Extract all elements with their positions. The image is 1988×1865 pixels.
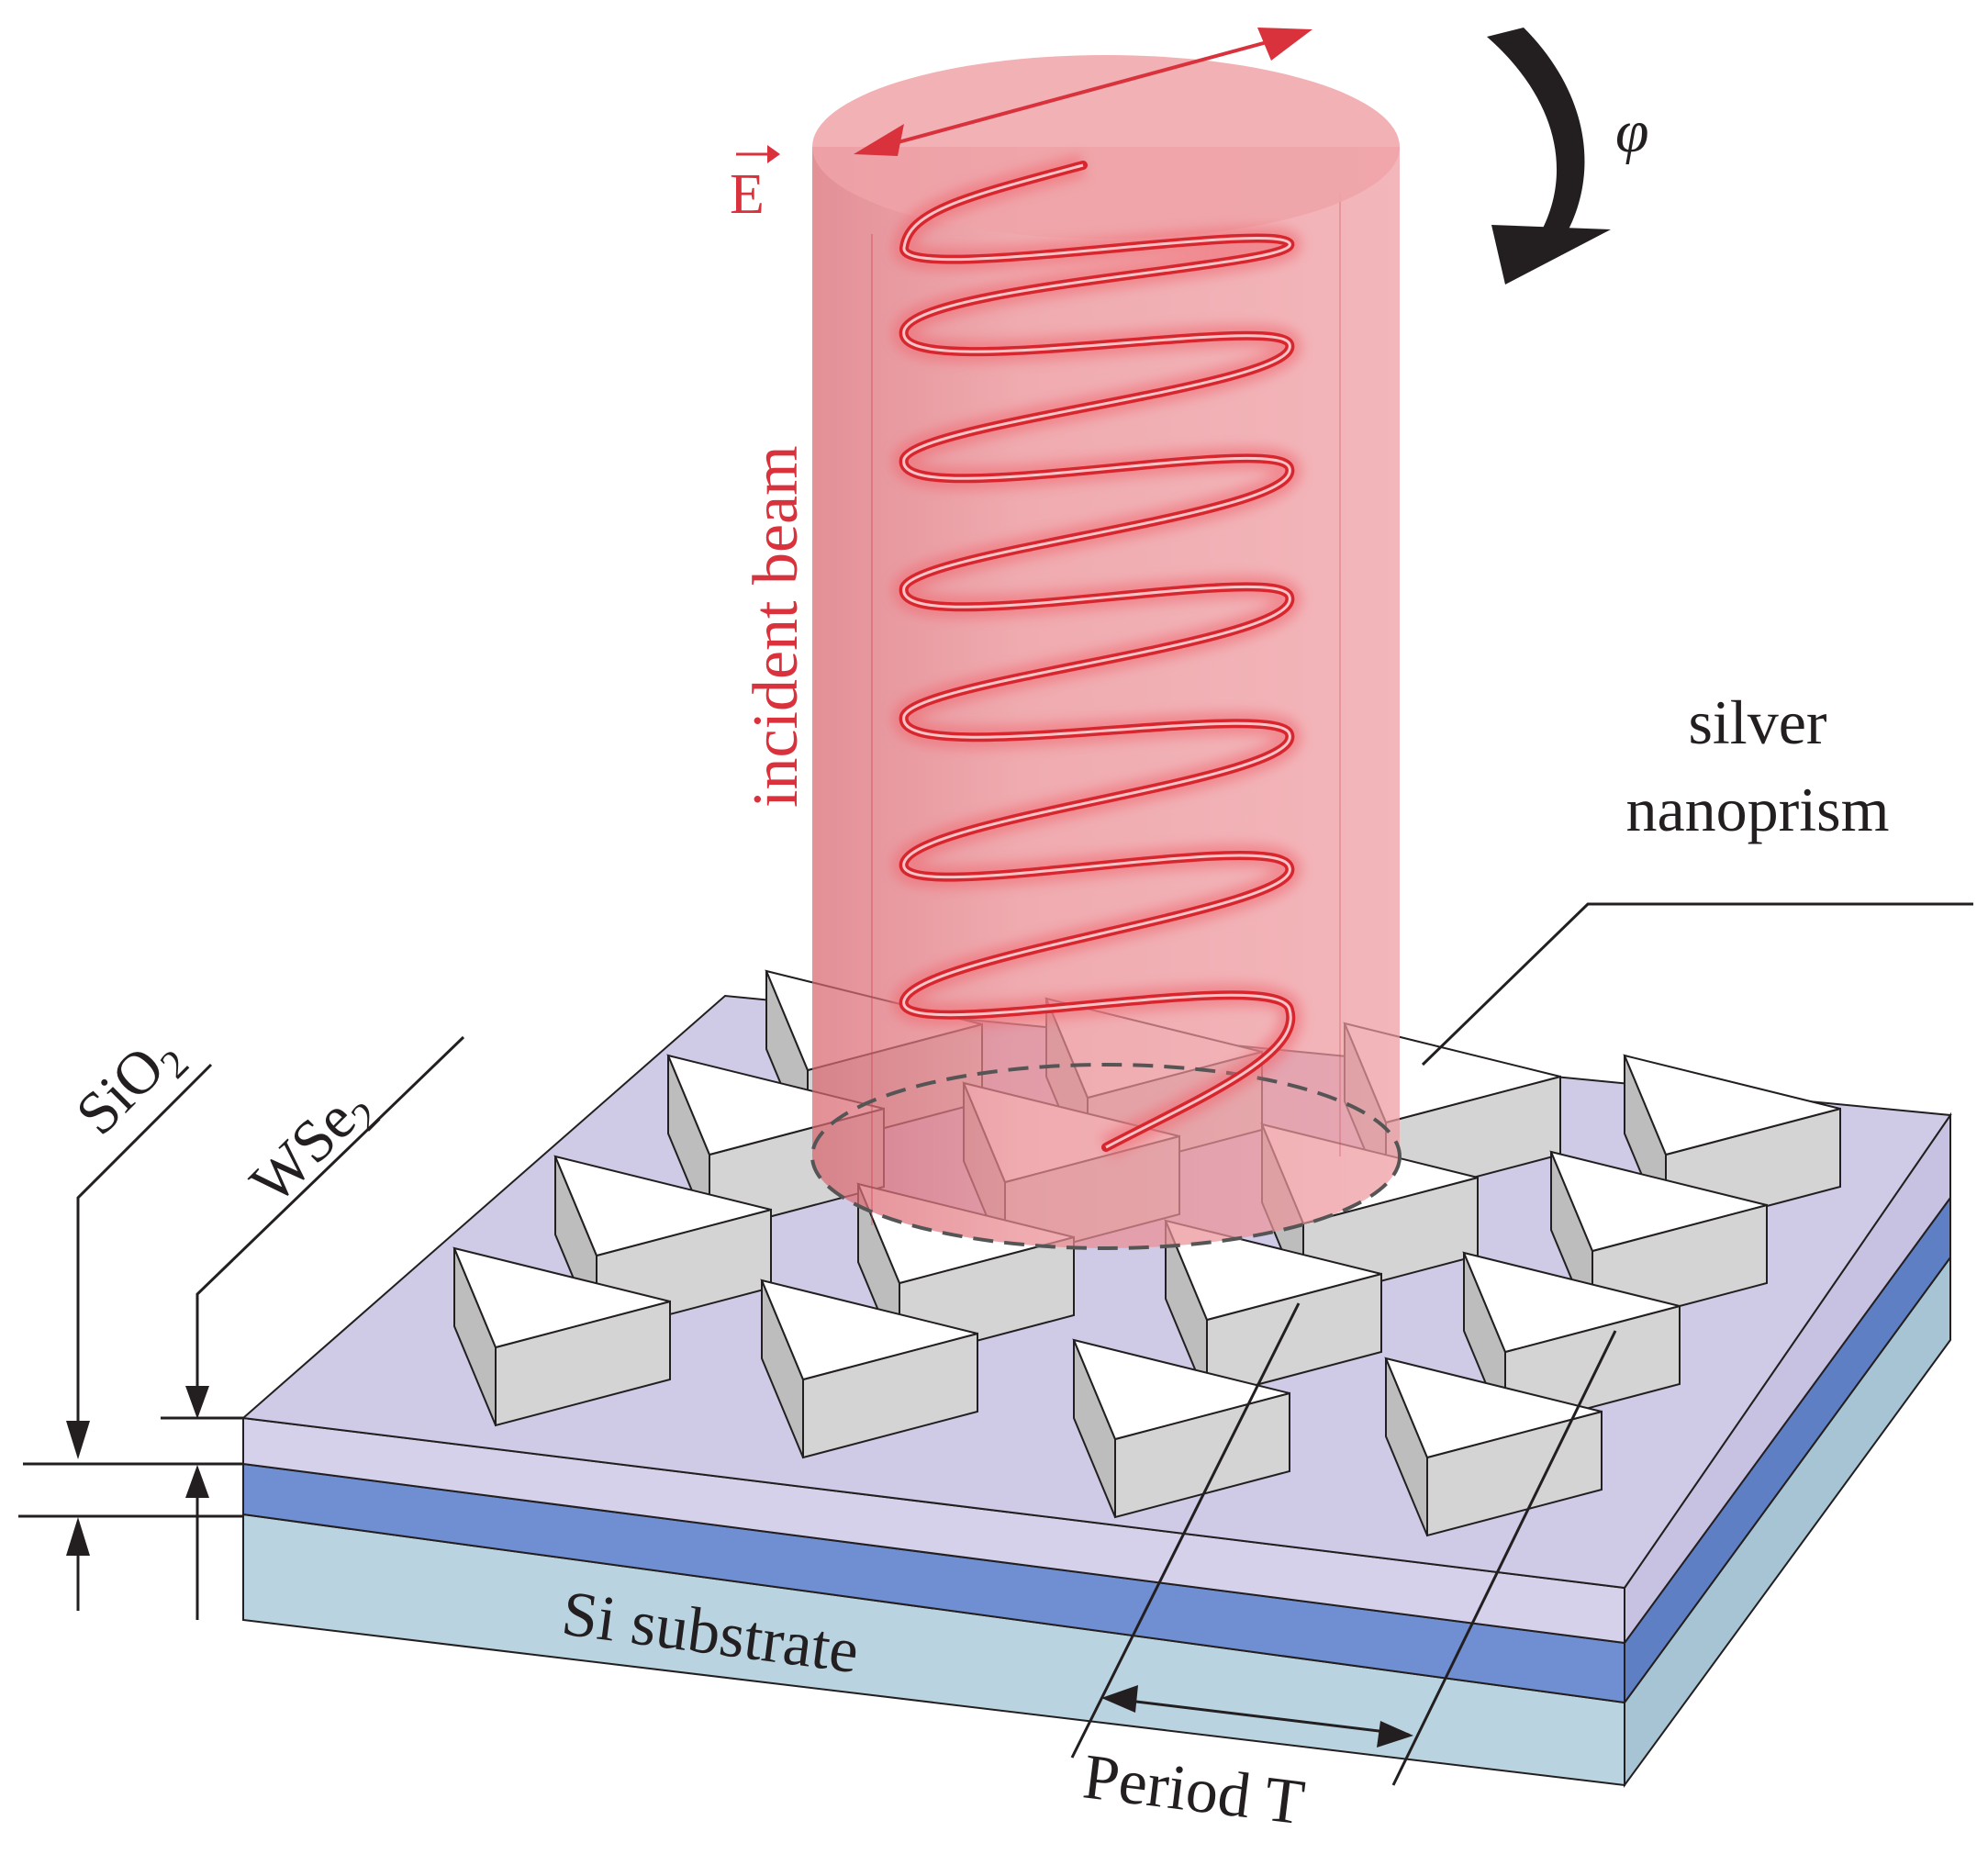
nanoprism-13 — [1164, 1219, 1382, 1400]
rotation-angle-label: φ — [1615, 98, 1649, 165]
beam-footprint — [810, 1063, 1402, 1250]
nanoprism-top-face — [760, 1279, 978, 1381]
period-dimension-line — [1105, 1696, 1410, 1737]
field-arrowhead-right — [1257, 28, 1312, 61]
nanoprism-12 — [760, 1279, 978, 1459]
incident-beam-cylinder — [810, 55, 1402, 1250]
polarization-spiral-highlight — [902, 163, 1292, 1149]
dimension-arrowheads — [66, 1386, 1413, 1748]
nanoprism-top-face — [1623, 1054, 1841, 1156]
beam-top-face — [812, 55, 1400, 239]
field-arrowhead-left — [854, 124, 904, 156]
nanoprism-leader-line — [1421, 902, 1973, 1067]
field-vector-overarrow-icon — [736, 145, 780, 163]
nanoprism-top-face — [553, 1155, 772, 1257]
wse2-leader-line — [195, 1035, 465, 1395]
period-extension-right — [1391, 1330, 1617, 1786]
wse2-label: WSe2 — [238, 1072, 388, 1223]
rotation-arrow-icon — [1487, 28, 1611, 285]
nanoprism-top-face — [666, 1054, 885, 1156]
nanoprism-top-face — [1549, 1150, 1768, 1253]
nanoprism-top-face — [1164, 1219, 1382, 1322]
sio2-leader-line — [76, 1063, 213, 1432]
period-label: Period T — [1079, 1741, 1308, 1838]
sio2-label: SiO2 — [63, 1020, 197, 1154]
incident-beam-label: incident beam — [741, 445, 811, 808]
nanoprism-top-face — [1462, 1251, 1681, 1354]
nanoprism-label-line2: nanoprism — [1625, 775, 1889, 844]
nanoprism-top-face — [452, 1246, 671, 1349]
field-vector-label: E — [730, 163, 765, 226]
nanoprism-15 — [1072, 1338, 1290, 1519]
beam-body — [812, 147, 1400, 1248]
layer-dimension-markers — [18, 902, 1973, 1786]
nanoprism-16 — [1384, 1357, 1603, 1537]
field-polarization-arrow — [854, 28, 1312, 156]
nanoprism-top-face — [1072, 1338, 1290, 1441]
nanoprism-top-face — [1384, 1357, 1603, 1459]
nanoprism-label-line1: silver — [1688, 687, 1826, 757]
nanoprism-11 — [452, 1246, 671, 1427]
period-extension-left — [1070, 1302, 1301, 1759]
